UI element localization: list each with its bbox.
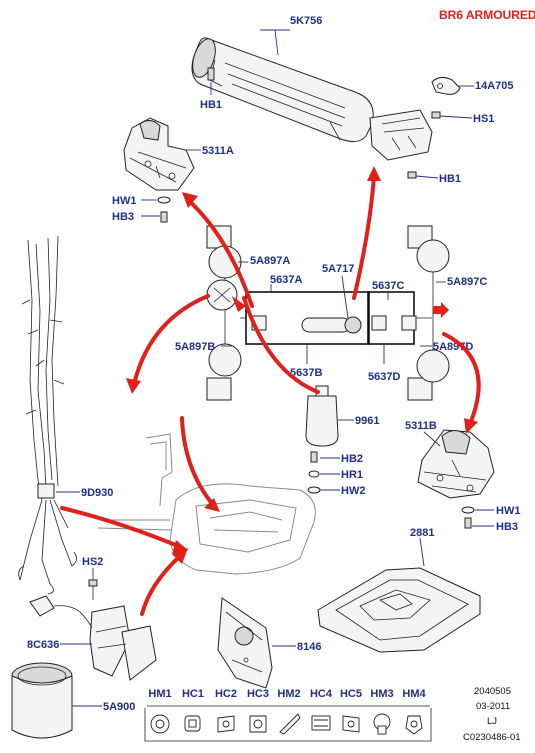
- heat-shield-8146: [217, 597, 273, 689]
- assembly-flow-arrows: [60, 166, 481, 616]
- callout-5A717: 5A717: [322, 263, 354, 275]
- legend-label: HM3: [370, 688, 393, 700]
- callout-5A900: 5A900: [103, 701, 135, 713]
- callout-5K756: 5K756: [290, 15, 322, 27]
- wiring-harness-9d930: [18, 235, 77, 595]
- bolt-hb1-right: [407, 171, 439, 179]
- legend-label: HC1: [182, 688, 204, 700]
- harness-8c636: [29, 595, 157, 681]
- callout-9D930: 9D930: [81, 487, 113, 499]
- legend-label: HC2: [215, 688, 237, 700]
- fixings-legend: HM1 HC1 HC2 HC3 HM2 HC4 HC5 HM3 HM4: [144, 688, 432, 742]
- callout-HW1-right: HW1: [496, 505, 520, 517]
- callout-HB3-left: HB3: [112, 211, 134, 223]
- callout-9961: 9961: [355, 415, 379, 427]
- callout-5637A: 5637A: [270, 274, 302, 286]
- callout-5637B: 5637B: [290, 367, 322, 379]
- callout-8C636: 8C636: [27, 639, 59, 651]
- legend-label: HC3: [247, 688, 269, 700]
- cover-5a900: [11, 662, 73, 739]
- callout-8146: 8146: [297, 641, 321, 653]
- tray-2881: [317, 567, 481, 653]
- chassis-schematic: [206, 225, 450, 401]
- fixings-hb2-hr1-hw2: [307, 451, 321, 494]
- callout-HR1: HR1: [341, 469, 363, 481]
- title: BR6 ARMOURED: [439, 8, 535, 22]
- callout-HS1: HS1: [473, 113, 494, 125]
- footer-date: 03-2011: [476, 701, 510, 712]
- legend-label: HC5: [340, 688, 362, 700]
- callout-HS2: HS2: [82, 556, 103, 568]
- screw-hs2: [88, 579, 98, 600]
- dryer-bottle-9961: [305, 385, 339, 447]
- footer-ref: C0230486-01: [463, 732, 521, 743]
- callout-5A897C: 5A897C: [447, 276, 487, 288]
- bracket-14a705: [431, 76, 461, 95]
- callout-HB1-top: HB1: [200, 99, 222, 111]
- callout-5637D: 5637D: [368, 371, 400, 383]
- callout-HB1-right: HB1: [439, 173, 461, 185]
- footer-code: 2040505: [474, 686, 511, 697]
- callout-5A897A: 5A897A: [250, 255, 290, 267]
- callout-HB3-right: HB3: [496, 521, 518, 533]
- callout-5311A: 5311A: [202, 145, 234, 157]
- screw-hs1: [431, 111, 473, 119]
- direction-arrow-icon: [433, 302, 449, 318]
- callout-HB2: HB2: [341, 453, 363, 465]
- callout-14A705: 14A705: [475, 80, 514, 92]
- callout-HW2: HW2: [341, 485, 365, 497]
- washer-bolt-right: [461, 506, 475, 529]
- legend-label: HM4: [402, 688, 426, 700]
- legend-label: HM1: [148, 688, 171, 700]
- compressor-5311a: [123, 117, 195, 191]
- air-tank: [191, 37, 433, 161]
- washer-bolt-left: [157, 196, 171, 223]
- compressor-5311b: [417, 429, 495, 499]
- footer-initials: LJ: [487, 716, 497, 727]
- spare-wheel-well-outline: [97, 433, 316, 575]
- callout-2881: 2881: [410, 527, 434, 539]
- legend-label: HM2: [277, 688, 300, 700]
- callout-HW1-left: HW1: [112, 195, 136, 207]
- callout-5637C: 5637C: [372, 280, 404, 292]
- legend-label: HC4: [310, 688, 333, 700]
- callout-5A897B: 5A897B: [175, 341, 215, 353]
- bolt-hb1-top: [207, 67, 215, 95]
- callout-5311B: 5311B: [405, 420, 437, 432]
